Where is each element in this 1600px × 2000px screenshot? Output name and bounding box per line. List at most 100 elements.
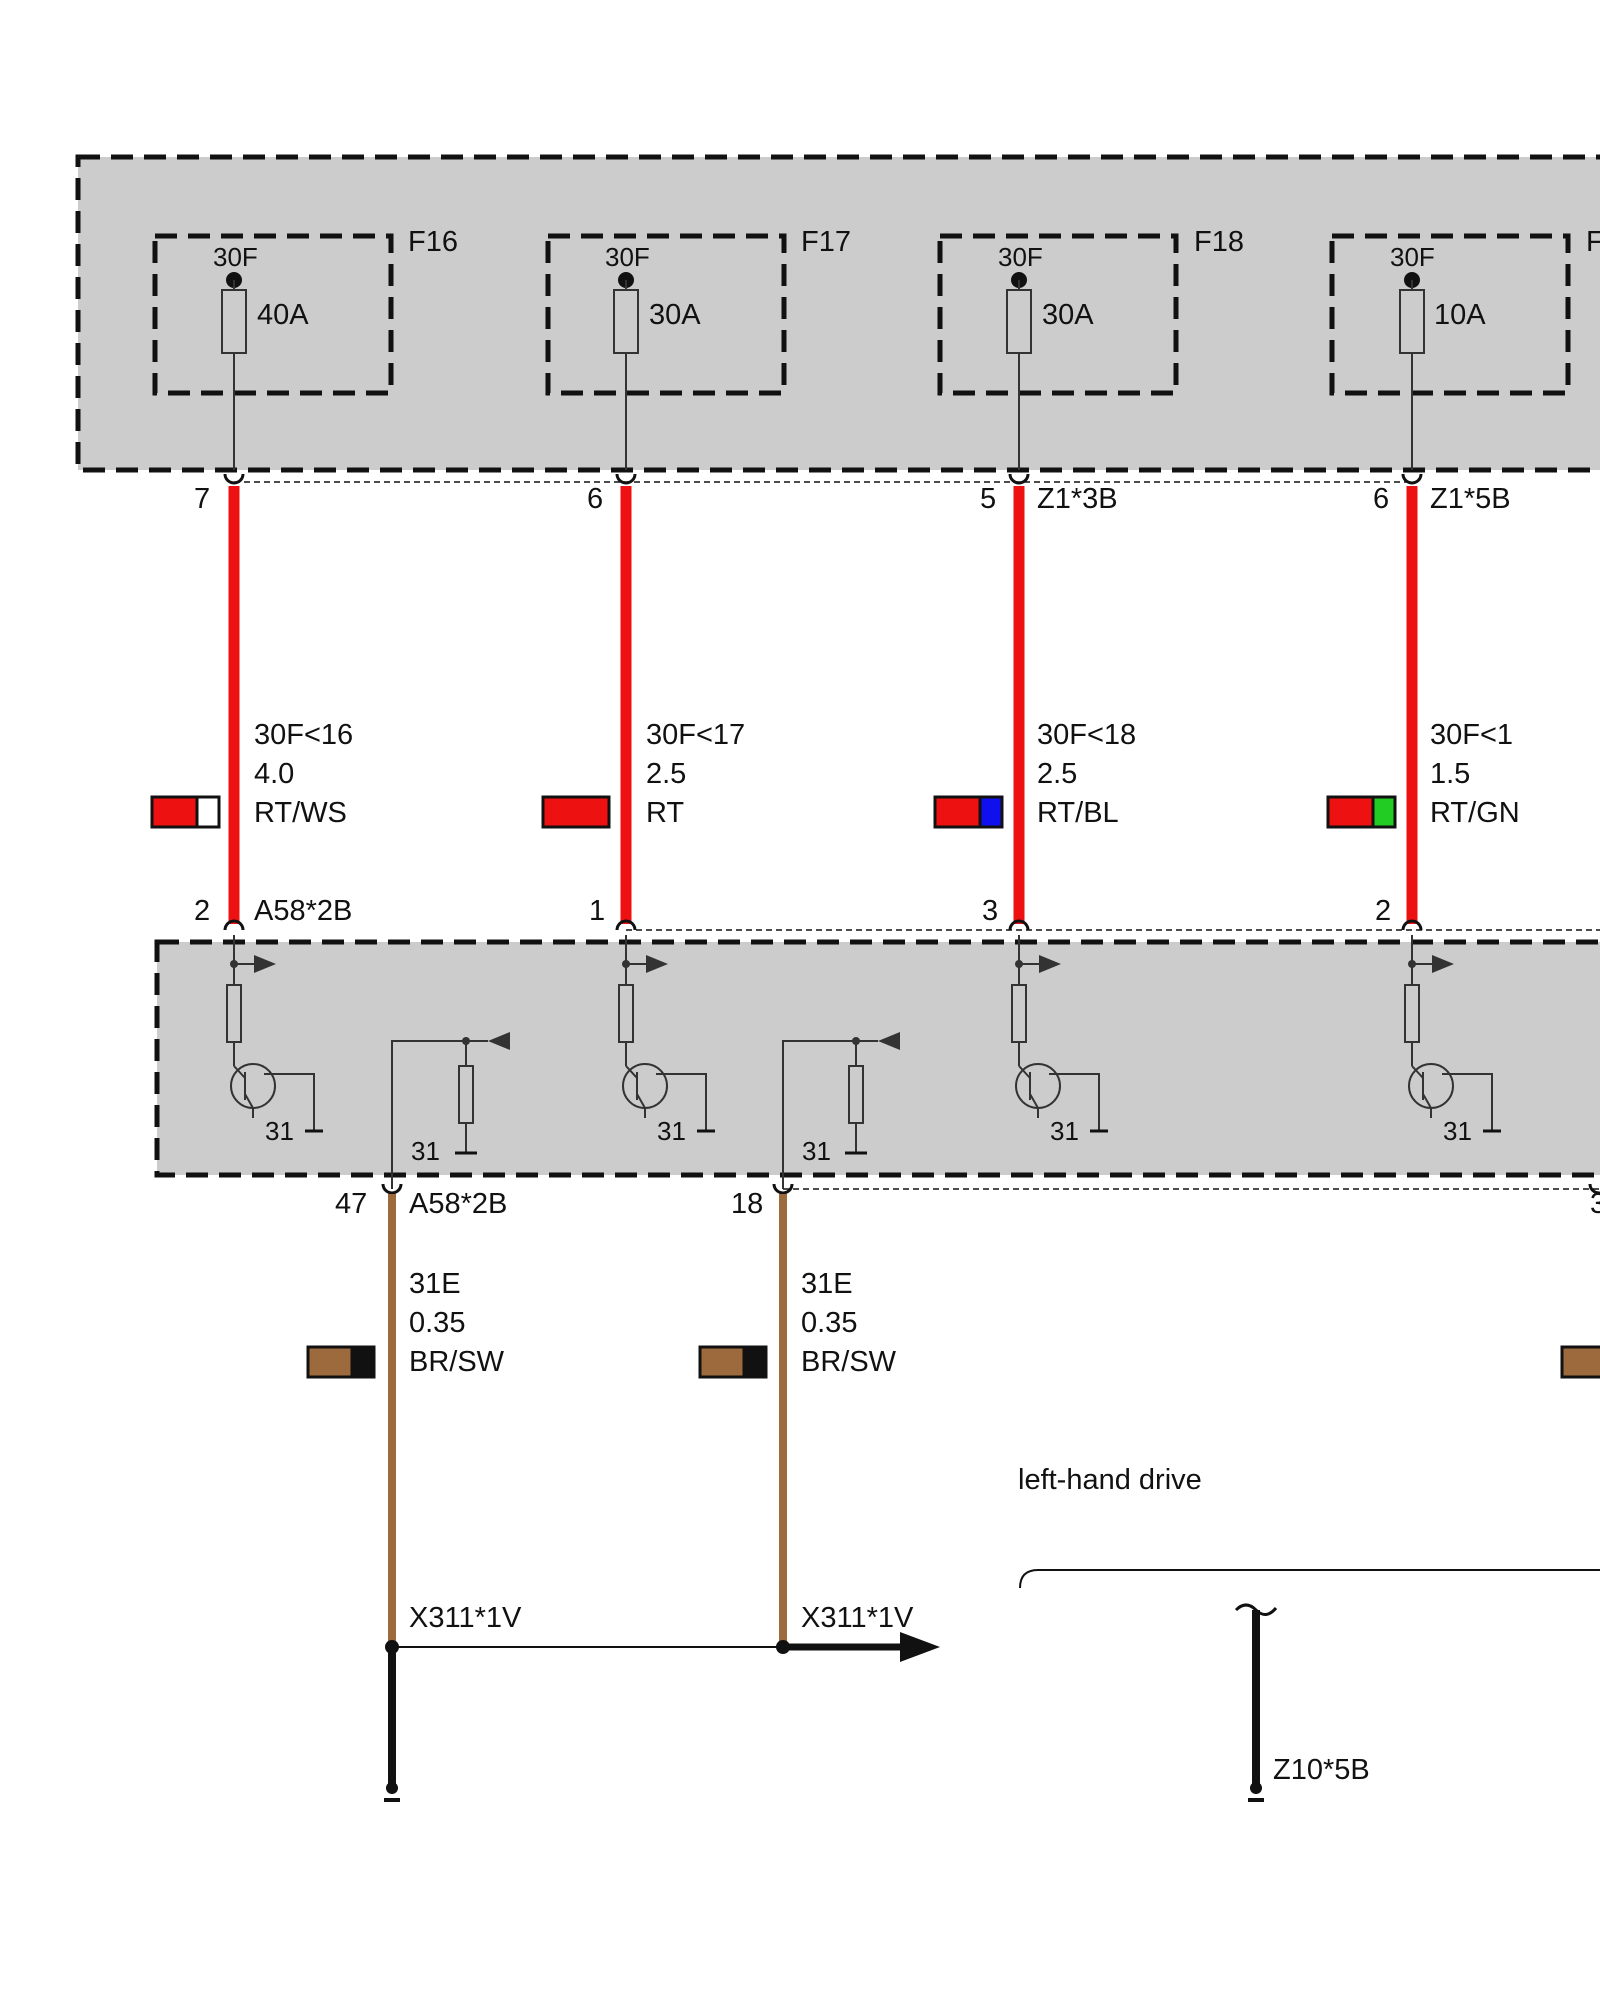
wire-color-code: BR/SW (409, 1346, 505, 1378)
fuse-f17: 30F 30A F17 (545, 226, 851, 470)
transistor-collector (233, 1065, 246, 1079)
module-input-pin-number: 2 (194, 895, 210, 927)
ground-label: 31 (1443, 1116, 1472, 1146)
module-input-pin-number: 3 (982, 895, 998, 927)
wire-color-swatch (1326, 795, 1397, 829)
wire-color-code: RT (646, 797, 684, 829)
transistor-emitter (1029, 1093, 1039, 1109)
module-output-connector: A58*2B (409, 1188, 507, 1220)
transistor-emitter (244, 1093, 254, 1109)
base-line (1049, 1073, 1100, 1130)
fuse-box-connector: Z1*3B (1037, 483, 1118, 515)
driver-circuit: 31 (1404, 935, 1501, 1146)
transistor-emitter (636, 1093, 646, 1109)
splice-label: X311*1V (801, 1602, 914, 1634)
wire-gauge-label: 0.35 (801, 1307, 857, 1339)
wire-gauge-label: 2.5 (646, 758, 686, 790)
fuse-box-pin-number: 6 (587, 483, 603, 515)
wire-color-swatch (933, 795, 1004, 829)
pin-socket-icon (1008, 919, 1030, 931)
wire-gauge-label: 0.35 (409, 1307, 465, 1339)
fuse-icon (1399, 289, 1425, 354)
module-input-connector: A58*2B (254, 895, 352, 927)
module-input-pin-number: 1 (589, 895, 605, 927)
control-module (154, 939, 1600, 1178)
wire-color-code: RT/WS (254, 797, 347, 829)
ground-label: 31 (802, 1136, 831, 1166)
transistor-collector (625, 1065, 638, 1079)
pin-socket-icon (1401, 919, 1423, 931)
wire-color-swatch (150, 795, 221, 829)
wire-signal-label: 31E (409, 1268, 461, 1300)
fuse-icon (221, 289, 247, 354)
resistor-icon (226, 984, 242, 1043)
fuse-rating: 30A (1042, 299, 1094, 331)
fuse-name: F (1586, 226, 1600, 258)
ground-point-label: Z10*5B (1273, 1754, 1370, 1786)
wire-gauge-label: 1.5 (1430, 758, 1470, 790)
pin-socket-icon (1588, 1183, 1600, 1195)
fuse-terminal-label: 30F (998, 242, 1043, 272)
fuse-socket-box (152, 233, 394, 396)
sense-arrow-icon (254, 955, 276, 973)
wire-color-code: BR/SW (801, 1346, 897, 1378)
fuse-icon (613, 289, 639, 354)
ground-label: 31 (657, 1116, 686, 1146)
splice-dot (385, 1640, 399, 1654)
fuse-f19: 30F 10A F (1329, 226, 1600, 470)
transistor-collector (1411, 1065, 1424, 1079)
ground-sense-circuit: 31 (782, 1032, 900, 1189)
module-output-pin-number: 18 (731, 1188, 763, 1220)
resistor-icon (458, 1065, 474, 1124)
fuse-terminal-label: 30F (605, 242, 650, 272)
resistor-icon (1011, 984, 1027, 1043)
base-line (656, 1073, 707, 1130)
fuse-box-module (75, 154, 1600, 473)
ground-terminal-dot (1250, 1782, 1262, 1794)
wire-signal-label: 31E (801, 1268, 853, 1300)
wire-color-code: RT/GN (1430, 797, 1520, 829)
fuse-terminal-label: 30F (213, 242, 258, 272)
module-input-pin-number: 2 (1375, 895, 1391, 927)
variant-bracket (1019, 1569, 1600, 1589)
pin-socket-icon (1008, 473, 1030, 485)
wire-color-swatch (541, 795, 611, 829)
ground-label: 31 (411, 1136, 440, 1166)
pin-socket-icon (1401, 473, 1423, 485)
sense-arrow-icon (1432, 955, 1454, 973)
continuation-arrow-icon[interactable] (900, 1632, 940, 1662)
fuse-name: F16 (408, 226, 458, 258)
signal-arrow-icon (878, 1032, 900, 1050)
module-output-pin-number: 47 (335, 1188, 367, 1220)
driver-circuit: 31 (618, 935, 715, 1146)
fuse-f16: 30F 40A F16 (152, 226, 458, 470)
sense-arrow-icon (1039, 955, 1061, 973)
fuse-box-connector: Z1*5B (1430, 483, 1511, 515)
driver-circuit: 31 (226, 935, 323, 1146)
fuse-f18: 30F 30A F18 (937, 226, 1244, 470)
wire-color-swatch (1560, 1345, 1600, 1379)
pin-socket-icon (615, 919, 637, 931)
wire-signal-label: 30F<16 (254, 719, 353, 751)
fuse-socket-box (937, 233, 1179, 396)
sense-arrow-icon (646, 955, 668, 973)
base-line (1442, 1073, 1493, 1130)
pin-socket-icon (381, 1183, 403, 1195)
wire-gauge-label: 4.0 (254, 758, 294, 790)
pin-socket-icon (772, 1183, 794, 1195)
splice-label: X311*1V (409, 1602, 522, 1634)
ground-sense-circuit: 31 (391, 1032, 510, 1189)
pin-socket-icon (223, 919, 245, 931)
ground-label: 31 (1050, 1116, 1079, 1146)
resistor-icon (1404, 984, 1420, 1043)
signal-arrow-icon (488, 1032, 510, 1050)
pin-socket-icon (223, 473, 245, 485)
variant-label: left-hand drive (1018, 1464, 1202, 1496)
wire-signal-label: 30F<1 (1430, 719, 1513, 751)
fuse-rating: 10A (1434, 299, 1486, 331)
fuse-socket-box (545, 233, 787, 396)
ground-terminal-dot (386, 1782, 398, 1794)
base-line (264, 1073, 315, 1130)
wire-signal-label: 30F<17 (646, 719, 745, 751)
